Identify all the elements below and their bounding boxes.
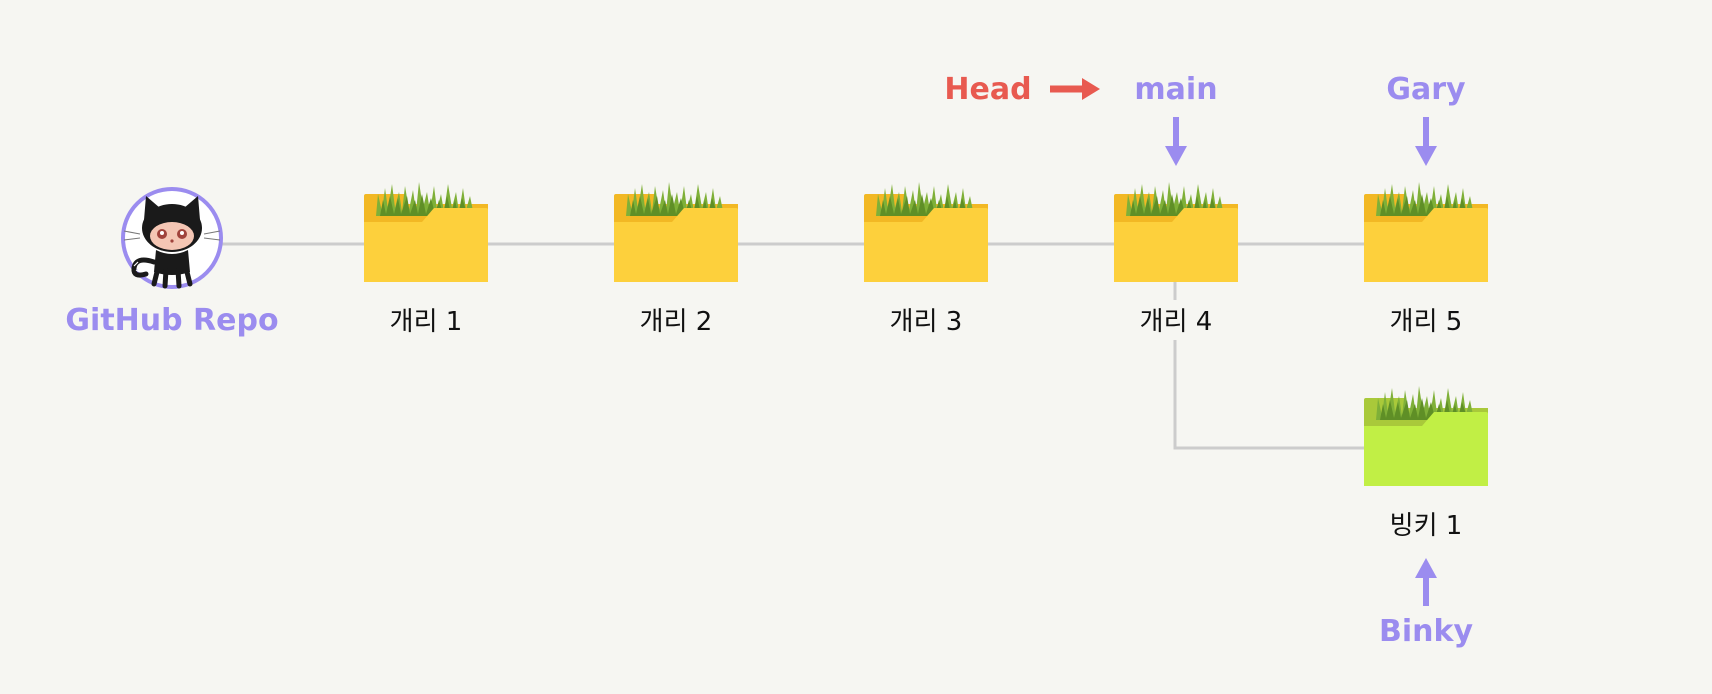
folder-icon: [1364, 208, 1488, 282]
commit-node[interactable]: 개리 4: [1114, 182, 1238, 340]
gary-branch-pointer[interactable]: Gary: [1386, 72, 1466, 166]
commit-label: 개리 2: [640, 307, 713, 337]
main-arrowhead-icon: [1165, 146, 1187, 166]
commit-label: 개리 4: [1140, 307, 1213, 337]
binky-branch-pointer[interactable]: Binky: [1379, 558, 1473, 649]
head-arrowhead-icon: [1082, 78, 1100, 100]
commit-label: 빙키 1: [1390, 511, 1463, 541]
folder-icon: [364, 208, 488, 282]
commit-node[interactable]: 개리 3: [864, 182, 988, 337]
folder-icon: [864, 208, 988, 282]
commit-label: 개리 5: [1390, 307, 1463, 337]
head-label: Head: [944, 72, 1031, 107]
folder-icon: [1364, 412, 1488, 486]
commit-label: 개리 3: [890, 307, 963, 337]
binky-arrowhead-icon: [1415, 558, 1437, 578]
main-branch-pointer[interactable]: main: [1134, 72, 1218, 166]
branch-commit-node[interactable]: 빙키 1: [1364, 386, 1488, 541]
gary-arrowhead-icon: [1415, 146, 1437, 166]
folder-icon: [1114, 208, 1238, 282]
gary-label: Gary: [1386, 72, 1466, 107]
commit-label-backdrop: [1136, 300, 1216, 340]
repo-label: GitHub Repo: [65, 303, 278, 338]
main-label: main: [1134, 72, 1217, 107]
commit-node[interactable]: 개리 1: [364, 182, 488, 337]
commit-node[interactable]: 개리 2: [614, 182, 738, 337]
commit-node[interactable]: 개리 5: [1364, 182, 1488, 337]
binky-label: Binky: [1379, 614, 1473, 649]
folder-icon: [614, 208, 738, 282]
head-pointer[interactable]: Head: [944, 72, 1100, 107]
github-repo-node[interactable]: GitHub Repo: [65, 187, 279, 338]
octocat-icon: [123, 196, 221, 289]
commit-label: 개리 1: [390, 307, 463, 337]
